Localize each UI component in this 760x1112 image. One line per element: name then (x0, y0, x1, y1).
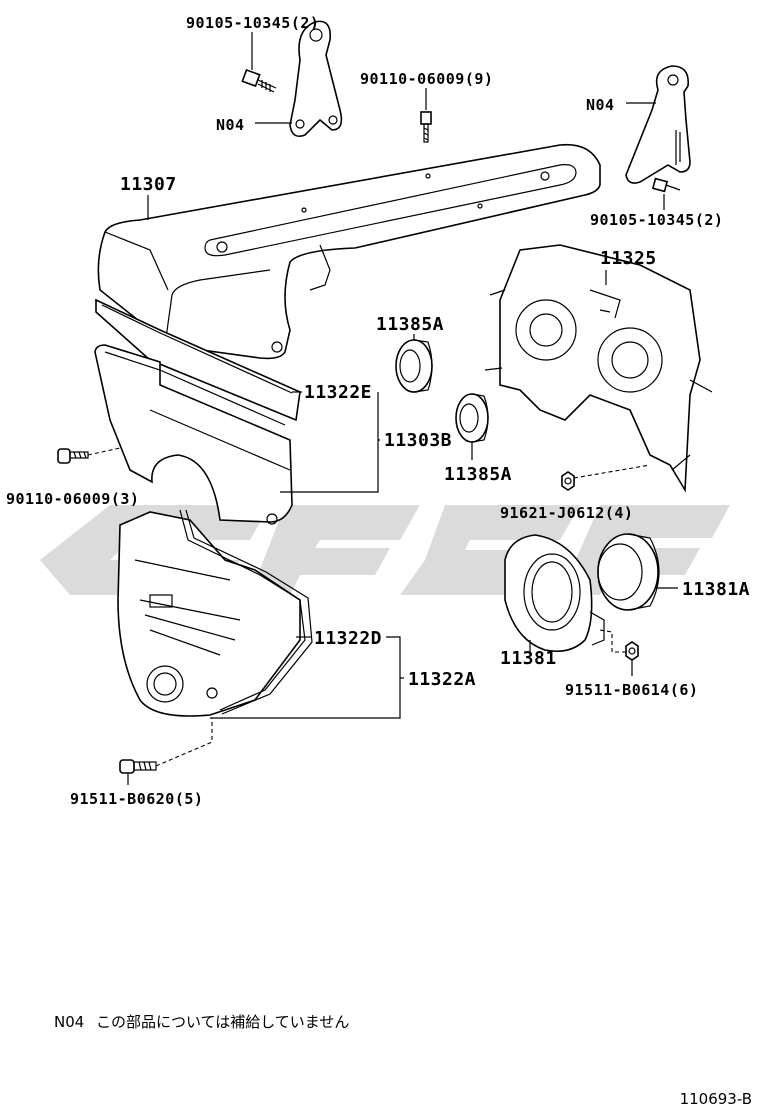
bolt-90105-right (651, 177, 681, 193)
label-n04-right: N04 (586, 96, 615, 114)
label-11385A-top: 11385A (376, 314, 444, 335)
timing-cover-11303B (94, 344, 293, 525)
bolt-90110-top (420, 111, 432, 143)
washer-91621 (561, 471, 575, 491)
leader-91621-dashed (573, 464, 651, 479)
bolt-90110-left (57, 448, 89, 464)
bracket-11322A (210, 636, 404, 719)
footnote-text: この部品については補給していません (96, 1013, 349, 1031)
timing-plate-11325 (484, 244, 713, 493)
n04-bracket-right (625, 65, 691, 184)
label-11322D: 11322D (314, 628, 382, 649)
leader-b0614-dashed (599, 629, 626, 653)
bolt-91511-b0620 (119, 759, 157, 774)
bracket-11303B (280, 392, 380, 493)
retainer-11381 (504, 534, 605, 653)
label-90105-10345-top: 90105-10345(2) (186, 14, 319, 32)
oil-seal-11385A-top (395, 339, 433, 393)
label-11325: 11325 (600, 248, 657, 269)
gasket-11322D (179, 509, 313, 715)
oil-seal-11381A (597, 533, 660, 611)
gasket-11322E (95, 298, 301, 422)
label-91511-b0614: 91511-B0614(6) (565, 681, 698, 699)
diagram-reference-number: 110693-B (680, 1090, 752, 1108)
label-91511-b0620: 91511-B0620(5) (70, 790, 203, 808)
n04-bracket-left (289, 20, 343, 138)
label-90105-10345-right: 90105-10345(2) (590, 211, 723, 229)
label-90110-06009-left: 90110-06009(3) (6, 490, 139, 508)
oil-seal-11385A-bottom (455, 393, 489, 443)
label-11322E: 11322E (304, 382, 372, 403)
label-11385A-bottom: 11385A (444, 464, 512, 485)
washer-91511-b0614 (625, 641, 639, 661)
label-11322A: 11322A (408, 669, 476, 690)
leader-90110-left-dashed (87, 447, 121, 456)
leader-b0620-dashed (155, 718, 213, 767)
label-11307: 11307 (120, 174, 177, 195)
label-11303B: 11303B (384, 430, 452, 451)
lower-cover-11322A (117, 511, 301, 717)
cylinder-head-cover-11307 (97, 143, 601, 360)
label-n04-left: N04 (216, 116, 245, 134)
bolt-90105-top (241, 68, 277, 93)
label-11381: 11381 (500, 648, 557, 669)
footnote-code: N04 (54, 1013, 84, 1031)
label-11381A: 11381A (682, 579, 750, 600)
label-91621-j0612: 91621-J0612(4) (500, 504, 633, 522)
label-90110-06009-top: 90110-06009(9) (360, 70, 493, 88)
